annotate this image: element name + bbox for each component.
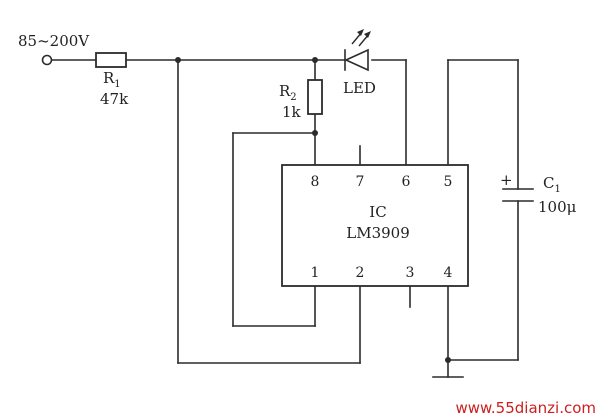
ic-pin-6: 6 <box>402 174 411 190</box>
led-arrowhead-2 <box>364 31 371 38</box>
resistor-r2 <box>307 79 323 115</box>
c1-value: 100μ <box>538 198 577 216</box>
c1-name: C1 <box>543 174 561 195</box>
junction-dot <box>445 357 451 363</box>
ic-body <box>281 164 469 287</box>
junction-dot <box>312 130 318 136</box>
r1-value: 47k <box>100 90 129 108</box>
r1-name: R1 <box>103 69 121 90</box>
junctions <box>175 57 451 363</box>
ic-pin-4: 4 <box>444 265 453 281</box>
r2-name: R2 <box>279 82 297 103</box>
ic-title: IC <box>369 203 386 221</box>
ic-pin-1: 1 <box>311 265 320 281</box>
capacitor-c1: + <box>500 171 534 202</box>
junction-dot <box>175 57 181 63</box>
junction-dot <box>312 57 318 63</box>
ic-part-number: LM3909 <box>346 224 410 242</box>
led-triangle <box>344 48 369 72</box>
r2-value: 1k <box>282 103 302 121</box>
resistor-r1 <box>95 52 127 68</box>
led-arrowhead-1 <box>357 29 364 36</box>
ic-pin-7: 7 <box>356 174 365 190</box>
ic-pin-3: 3 <box>406 265 415 281</box>
watermark: www.55dianzi.com <box>455 399 596 417</box>
ic-pin-2: 2 <box>356 265 365 281</box>
led-symbol <box>344 29 371 72</box>
c1-plus-sign: + <box>500 171 513 189</box>
ic-pin-8: 8 <box>311 174 320 190</box>
source-voltage-label: 85~200V <box>18 32 90 50</box>
input-terminal <box>41 54 53 66</box>
wires <box>51 59 519 378</box>
led-label: LED <box>343 79 376 97</box>
ic-pin-5: 5 <box>444 174 453 190</box>
